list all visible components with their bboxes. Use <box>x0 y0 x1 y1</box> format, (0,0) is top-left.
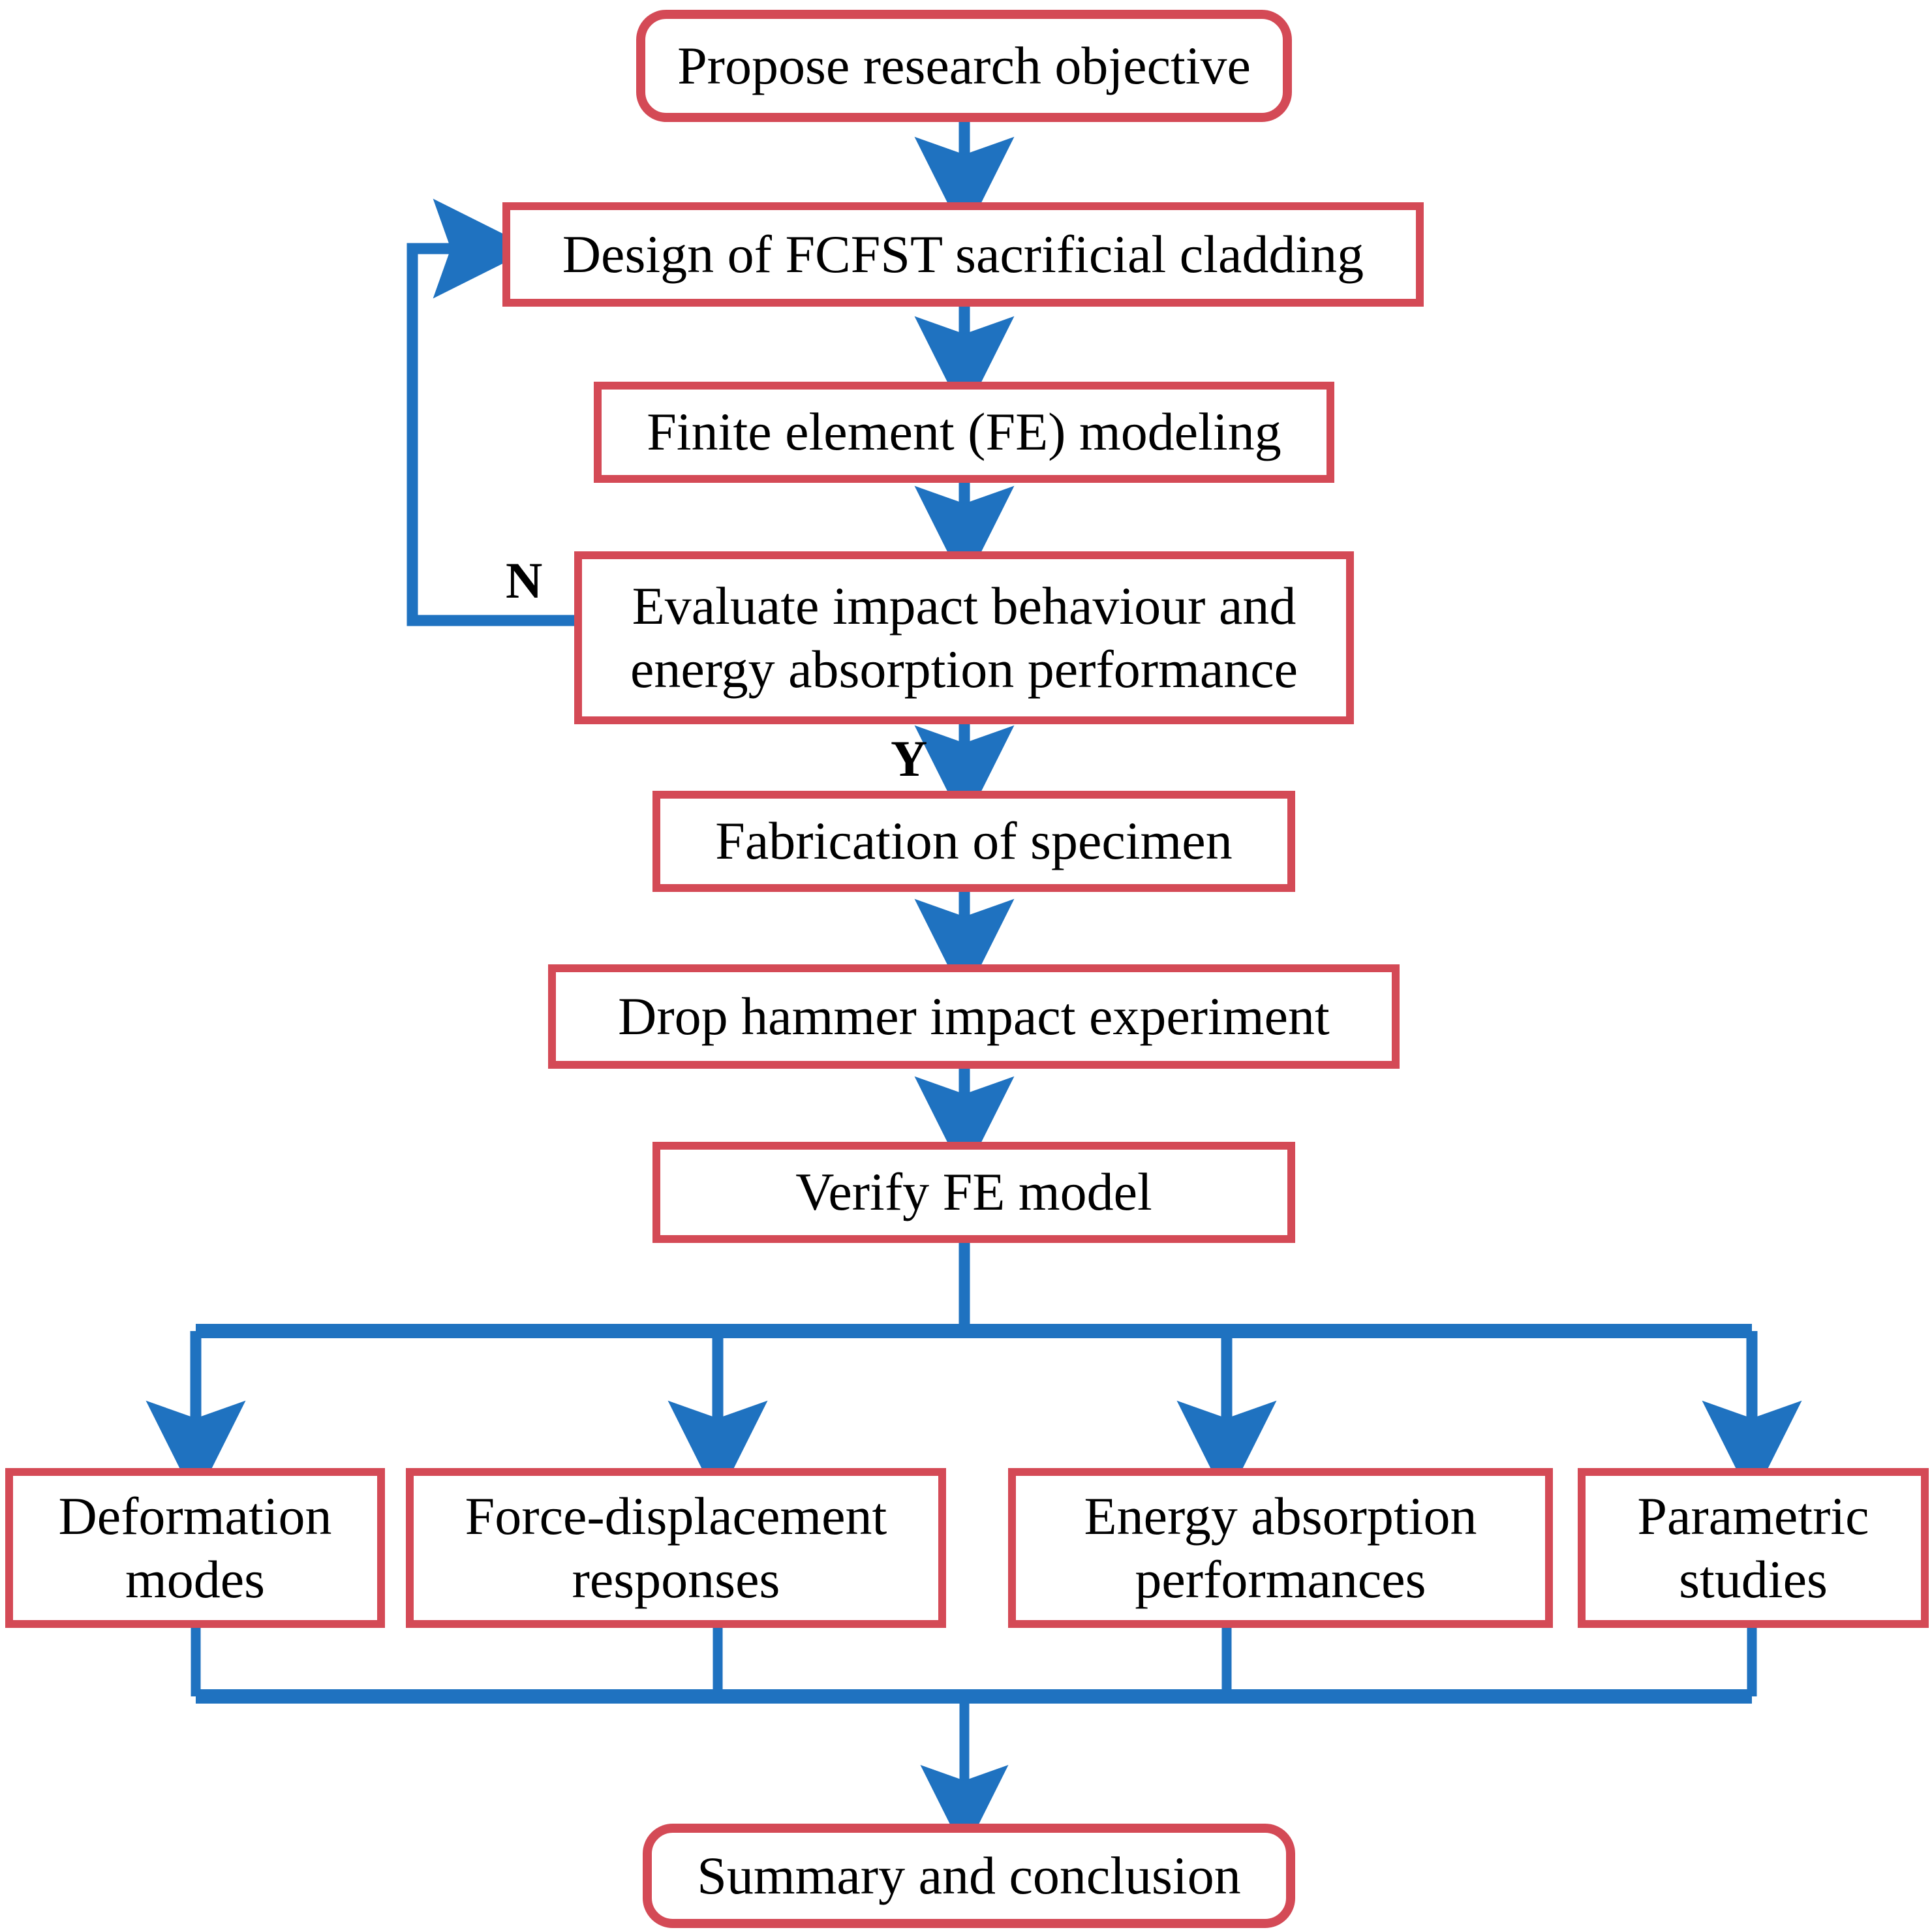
node-label: Verify FE model <box>795 1162 1152 1222</box>
node-label: Drop hammer impact experiment <box>618 986 1330 1046</box>
node-fabrication-of-specimen[interactable]: Fabrication of specimen <box>652 791 1295 892</box>
node-label: Design of FCFST sacrificial cladding <box>562 224 1364 284</box>
node-deformation-modes[interactable]: Deformation modes <box>5 1468 385 1628</box>
node-force-displacement-responses[interactable]: Force-displacement responses <box>406 1468 946 1628</box>
node-propose-research-objective[interactable]: Propose research objective <box>636 10 1292 122</box>
node-summary-and-conclusion[interactable]: Summary and conclusion <box>643 1824 1295 1928</box>
node-label: Deformation modes <box>58 1486 332 1609</box>
node-label: Propose research objective <box>677 35 1251 95</box>
node-label: Energy absorption performances <box>1084 1486 1477 1609</box>
node-label: Fabrication of specimen <box>715 811 1233 871</box>
node-verify-fe-model[interactable]: Verify FE model <box>652 1142 1295 1243</box>
node-drop-hammer-impact-experiment[interactable]: Drop hammer impact experiment <box>548 964 1400 1069</box>
node-label: Evaluate impact behaviour and energy abs… <box>630 575 1298 699</box>
node-label: Force-displacement responses <box>465 1486 887 1609</box>
node-finite-element-modeling[interactable]: Finite element (FE) modeling <box>594 382 1334 483</box>
node-parametric-studies[interactable]: Parametric studies <box>1578 1468 1929 1628</box>
node-label: Parametric studies <box>1637 1486 1869 1609</box>
edge-label-yes: Y <box>891 730 928 787</box>
node-label: Summary and conclusion <box>697 1845 1241 1905</box>
edge-label-no: N <box>506 552 543 609</box>
node-energy-absorption-performances[interactable]: Energy absorption performances <box>1008 1468 1553 1628</box>
node-label: Finite element (FE) modeling <box>647 402 1281 462</box>
node-evaluate-impact-behaviour[interactable]: Evaluate impact behaviour and energy abs… <box>574 551 1354 724</box>
node-design-of-fcfst-sacrificial-cladding[interactable]: Design of FCFST sacrificial cladding <box>502 202 1424 307</box>
